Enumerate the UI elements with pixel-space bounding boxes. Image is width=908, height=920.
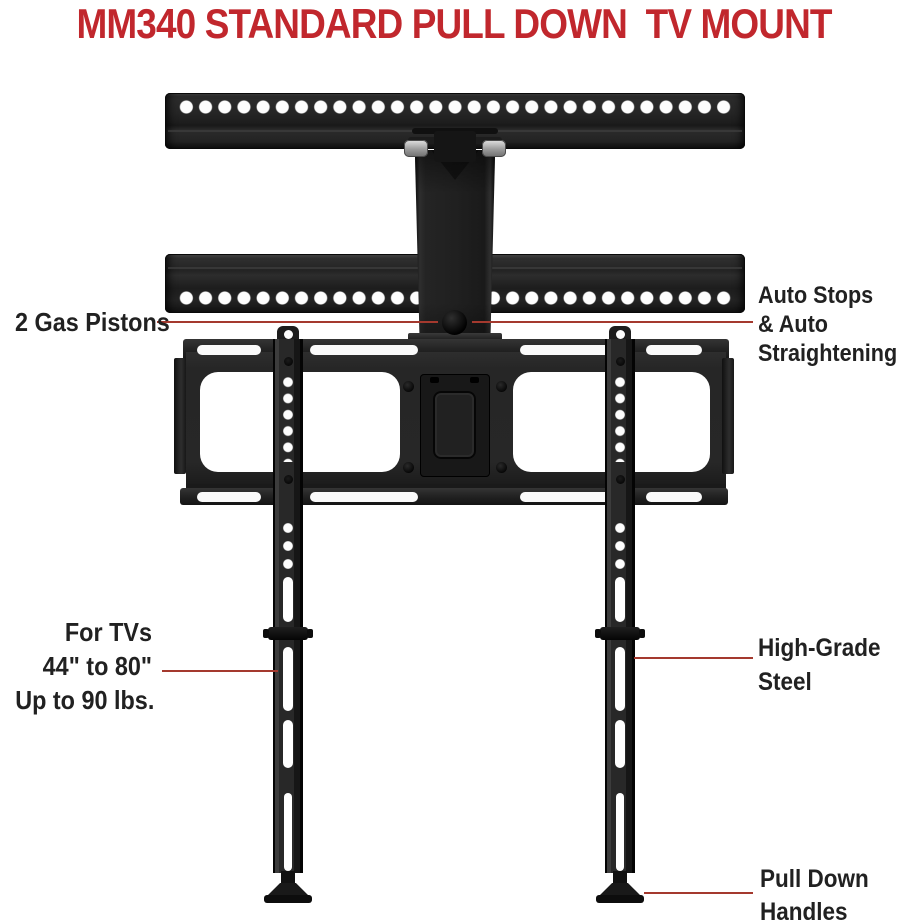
label-line: Handles — [760, 898, 848, 920]
hinge-block — [434, 131, 476, 162]
hinge-assembly — [400, 126, 510, 162]
gas-piston-knob — [442, 310, 467, 335]
arm-slot — [283, 647, 293, 711]
arm-clamp-collar — [263, 627, 313, 640]
left-arm — [263, 326, 313, 906]
label-line: 44" to 80" — [42, 651, 152, 681]
arm-slot — [616, 793, 624, 871]
label-gas-pistons: 2 Gas Pistons — [15, 306, 170, 338]
arm-holes — [273, 519, 303, 575]
rail-slot — [310, 492, 418, 502]
rail-slot — [197, 345, 261, 355]
handle-base — [596, 895, 644, 903]
arm-slot — [615, 720, 625, 768]
arm-hole-dark — [283, 475, 293, 484]
handle-stem — [613, 871, 627, 886]
page-title-text: MM340 STANDARD PULL DOWN TV MOUNT — [76, 0, 832, 47]
rail-slot — [310, 345, 418, 355]
pull-down-column — [414, 150, 496, 346]
screw — [403, 462, 414, 473]
label-line: Pull Down — [760, 865, 869, 893]
bracket-notch — [470, 377, 479, 383]
rail-slot — [646, 345, 702, 355]
mounting-holes-row — [176, 98, 734, 116]
arm-hole-dark — [283, 357, 293, 366]
label-line: Auto Stops — [758, 282, 874, 309]
high-grade-steel-leader-line — [634, 657, 753, 659]
rail-slot — [197, 492, 261, 502]
arm-slot — [283, 577, 293, 622]
wall-plate-right-flange — [722, 358, 734, 474]
screw — [496, 462, 507, 473]
screw — [403, 381, 414, 392]
label-line: Up to 90 lbs. — [15, 685, 155, 715]
center-lock-bracket — [420, 374, 490, 477]
arm-slot — [284, 793, 292, 871]
rail-slot — [520, 492, 626, 502]
pull-down-handle — [598, 883, 642, 897]
gas-pistons-leader-line-left — [157, 321, 438, 323]
wall-plate-left-flange — [174, 358, 186, 474]
handle-base — [264, 895, 312, 903]
arm-holes — [273, 374, 303, 462]
column-bottom-lip — [408, 333, 502, 342]
gas-pistons-leader-line-right — [472, 321, 753, 323]
pull-down-handles-leader-line — [644, 892, 753, 894]
screw — [496, 381, 507, 392]
label-line: High-Grade — [758, 634, 881, 662]
arm-clamp-collar — [595, 627, 645, 640]
arm-holes — [605, 519, 635, 575]
hinge-pin-right — [482, 140, 506, 157]
arm-hole-dark — [615, 357, 625, 366]
arm-slot — [615, 647, 625, 711]
arm-hole-dark — [615, 475, 625, 484]
rail-slot — [646, 492, 702, 502]
arm-holes — [605, 374, 635, 462]
label-pull-down-handles: Pull Down Handles — [760, 863, 869, 920]
rail-slot — [520, 345, 626, 355]
label-line: 2 Gas Pistons — [15, 307, 170, 337]
label-line: & Auto — [758, 311, 828, 338]
bracket-inner-plate — [433, 391, 476, 459]
label-line: For TVs — [64, 617, 152, 647]
label-line: Straightening — [758, 340, 898, 367]
label-auto-stops: Auto Stops & Auto Straightening — [758, 281, 897, 368]
arm-slot — [615, 577, 625, 622]
label-tv-range: For TVs 44" to 80" Up to 90 lbs. — [15, 615, 155, 717]
label-line: Steel — [758, 668, 812, 696]
hinge-pin-left — [404, 140, 428, 157]
right-arm — [595, 326, 645, 906]
label-high-grade-steel: High-Grade Steel — [758, 631, 881, 699]
arm-slot — [283, 720, 293, 768]
tv-range-leader-line — [162, 670, 278, 672]
page-title: MM340 STANDARD PULL DOWN TV MOUNT — [0, 0, 908, 48]
pull-down-handle — [266, 883, 310, 897]
bracket-notch — [430, 377, 439, 383]
handle-stem — [281, 871, 295, 886]
